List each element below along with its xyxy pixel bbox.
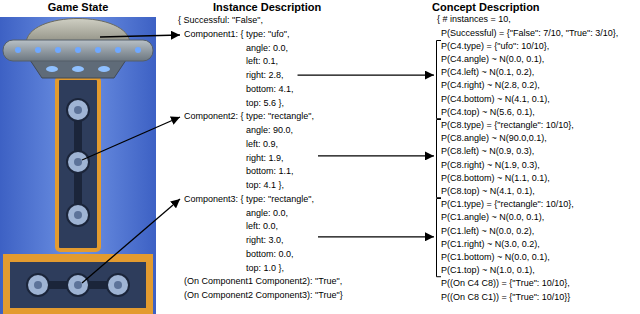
- bolt-center: [74, 211, 82, 219]
- bolt: [67, 274, 89, 296]
- ufo-light: [15, 47, 21, 53]
- ufo-light: [46, 66, 58, 72]
- bolt: [107, 274, 129, 296]
- concept-attribute: P(C1.bottom) ~ N(0.0, 0.1),: [441, 251, 550, 264]
- concept-attribute: P(C8.type) = {"rectangle": 10/10},: [441, 119, 574, 132]
- column-heading: Instance Description: [213, 1, 321, 14]
- bracket-line: [437, 199, 442, 277]
- concept-attribute: P(C4.bottom) ~ N(4.1, 0.1),: [441, 93, 550, 106]
- concept-component: P(C1.type) = {"rectangle": 10/10},P(C1.a…: [436, 198, 574, 277]
- bracket-line: [437, 40, 442, 118]
- instance-attribute: Component2: { type: "rectangle",: [184, 110, 314, 124]
- base-inner: [10, 262, 146, 308]
- concept-attribute: P(C1.left) ~ N(0.0, 0.2),: [441, 225, 534, 238]
- instance-line: (On Component1 Component2): "True",: [184, 275, 342, 289]
- instance-attribute: angle: 0.0,: [246, 42, 288, 56]
- instance-attribute: top: 1.0 },: [246, 262, 284, 276]
- game-background: [0, 17, 156, 314]
- instance-attribute: bottom: 0.0,: [246, 248, 294, 262]
- bolt-center: [114, 281, 122, 289]
- concept-line: P((On C4 C8)) = {"True": 10/10},: [441, 277, 570, 290]
- instance-attribute: angle: 90.0,: [246, 124, 293, 138]
- instance-component: Component3: { type: "rectangle",angle: 0…: [184, 193, 314, 276]
- bolt-center: [74, 158, 82, 166]
- instance-component: Component2: { type: "rectangle",angle: 9…: [184, 110, 314, 193]
- concept-component: P(C8.type) = {"rectangle": 10/10},P(C8.a…: [436, 119, 574, 198]
- concept-attribute: P(C8.angle) ~ N(90.0,0.1),: [441, 132, 547, 145]
- instance-line: (On Component2 Component3): "True"}: [184, 289, 343, 303]
- leader-arrow: [82, 199, 180, 283]
- concept-component: P(C4.type) = {"ufo": 10/10},P(C4.angle) …: [436, 40, 550, 119]
- instance-attribute: right: 3.0,: [246, 234, 284, 248]
- connector-arrow: [318, 236, 434, 237]
- column-heading: Game State: [48, 1, 109, 14]
- instance-attribute: top: 5.6 },: [246, 97, 284, 111]
- concept-attribute: P(C8.top) ~ N(4.1, 0.1),: [441, 185, 535, 198]
- ufo-underside: [30, 60, 126, 78]
- ufo-light: [75, 47, 81, 53]
- bolt: [67, 99, 89, 121]
- instance-attribute: right: 2.8,: [246, 69, 284, 83]
- instance-line: { Successful: "False",: [178, 14, 263, 28]
- ufo-saucer: [3, 40, 153, 61]
- bolt-center: [74, 106, 82, 114]
- ufo-light: [135, 47, 141, 53]
- instance-attribute: right: 1.9,: [246, 152, 284, 166]
- concept-attribute: P(C4.left) ~ N(0.1, 0.2),: [441, 66, 534, 79]
- ufo-light: [95, 47, 101, 53]
- bolt: [27, 274, 49, 296]
- concept-attribute: P(C8.right) ~ N(1.9, 0.3),: [441, 159, 540, 172]
- connector-arrow: [298, 74, 434, 75]
- bracket-line: [437, 120, 442, 198]
- instance-attribute: bottom: 1.1,: [246, 165, 294, 179]
- concept-attribute: P(C4.top) ~ N(5.6, 0.1),: [441, 106, 535, 119]
- column-heading: Concept Description: [432, 1, 540, 14]
- concept-attribute: P(C1.top) ~ N(1.0, 0.1),: [441, 264, 535, 277]
- ufo-light: [115, 47, 121, 53]
- ufo-light: [55, 47, 61, 53]
- instance-attribute: left: 0.0,: [246, 220, 278, 234]
- bolt: [67, 151, 89, 173]
- instance-attribute: Component3: { type: "rectangle",: [184, 193, 314, 207]
- base-block: [3, 254, 153, 314]
- vertical-block: [57, 78, 99, 250]
- bolt: [67, 204, 89, 226]
- concept-line: P((On C8 C1)) = {"True": 10/10}}: [441, 291, 570, 304]
- connector-arrow: [318, 155, 434, 156]
- leader-arrow: [100, 35, 180, 37]
- instance-attribute: bottom: 4.1,: [246, 83, 294, 97]
- block-bar: [74, 108, 82, 218]
- concept-attribute: P(C4.angle) ~ N(0.0, 0.1),: [441, 53, 544, 66]
- concept-attribute: P(C1.type) = {"rectangle": 10/10},: [441, 198, 574, 211]
- concept-attribute: P(C8.bottom) ~ N(1.1, 0.1),: [441, 172, 550, 185]
- bolt-center: [34, 281, 42, 289]
- instance-attribute: left: 0.9,: [246, 138, 278, 152]
- concept-attribute: P(C4.type) = {"ufo": 10/10},: [441, 40, 549, 53]
- instance-attribute: left: 0.1,: [246, 55, 278, 69]
- ufo-light: [35, 47, 41, 53]
- instance-attribute: Component1: { type: "ufo",: [184, 28, 289, 42]
- concept-line: { # instances = 10,: [437, 13, 511, 26]
- concept-attribute: P(C4.right) ~ N(2.8, 0.2),: [441, 79, 540, 92]
- concept-attribute: P(C8.left) ~ N(0.9, 0.3),: [441, 145, 534, 158]
- instance-component: Component1: { type: "ufo",angle: 0.0,lef…: [184, 28, 294, 111]
- concept-attribute: P(C1.angle) ~ N(0.0, 0.1),: [441, 211, 544, 224]
- leader-arrow: [82, 117, 180, 160]
- instance-attribute: angle: 0.0,: [246, 207, 288, 221]
- instance-attribute: top: 4.1 },: [246, 179, 284, 193]
- ufo-light: [72, 66, 84, 72]
- concept-attribute: P(C1.right) ~ N(3.0, 0.2),: [441, 238, 540, 251]
- bolt-center: [74, 281, 82, 289]
- concept-line: P(Successful) = {"False": 7/10, "True": …: [441, 27, 618, 40]
- ufo-light: [98, 66, 110, 72]
